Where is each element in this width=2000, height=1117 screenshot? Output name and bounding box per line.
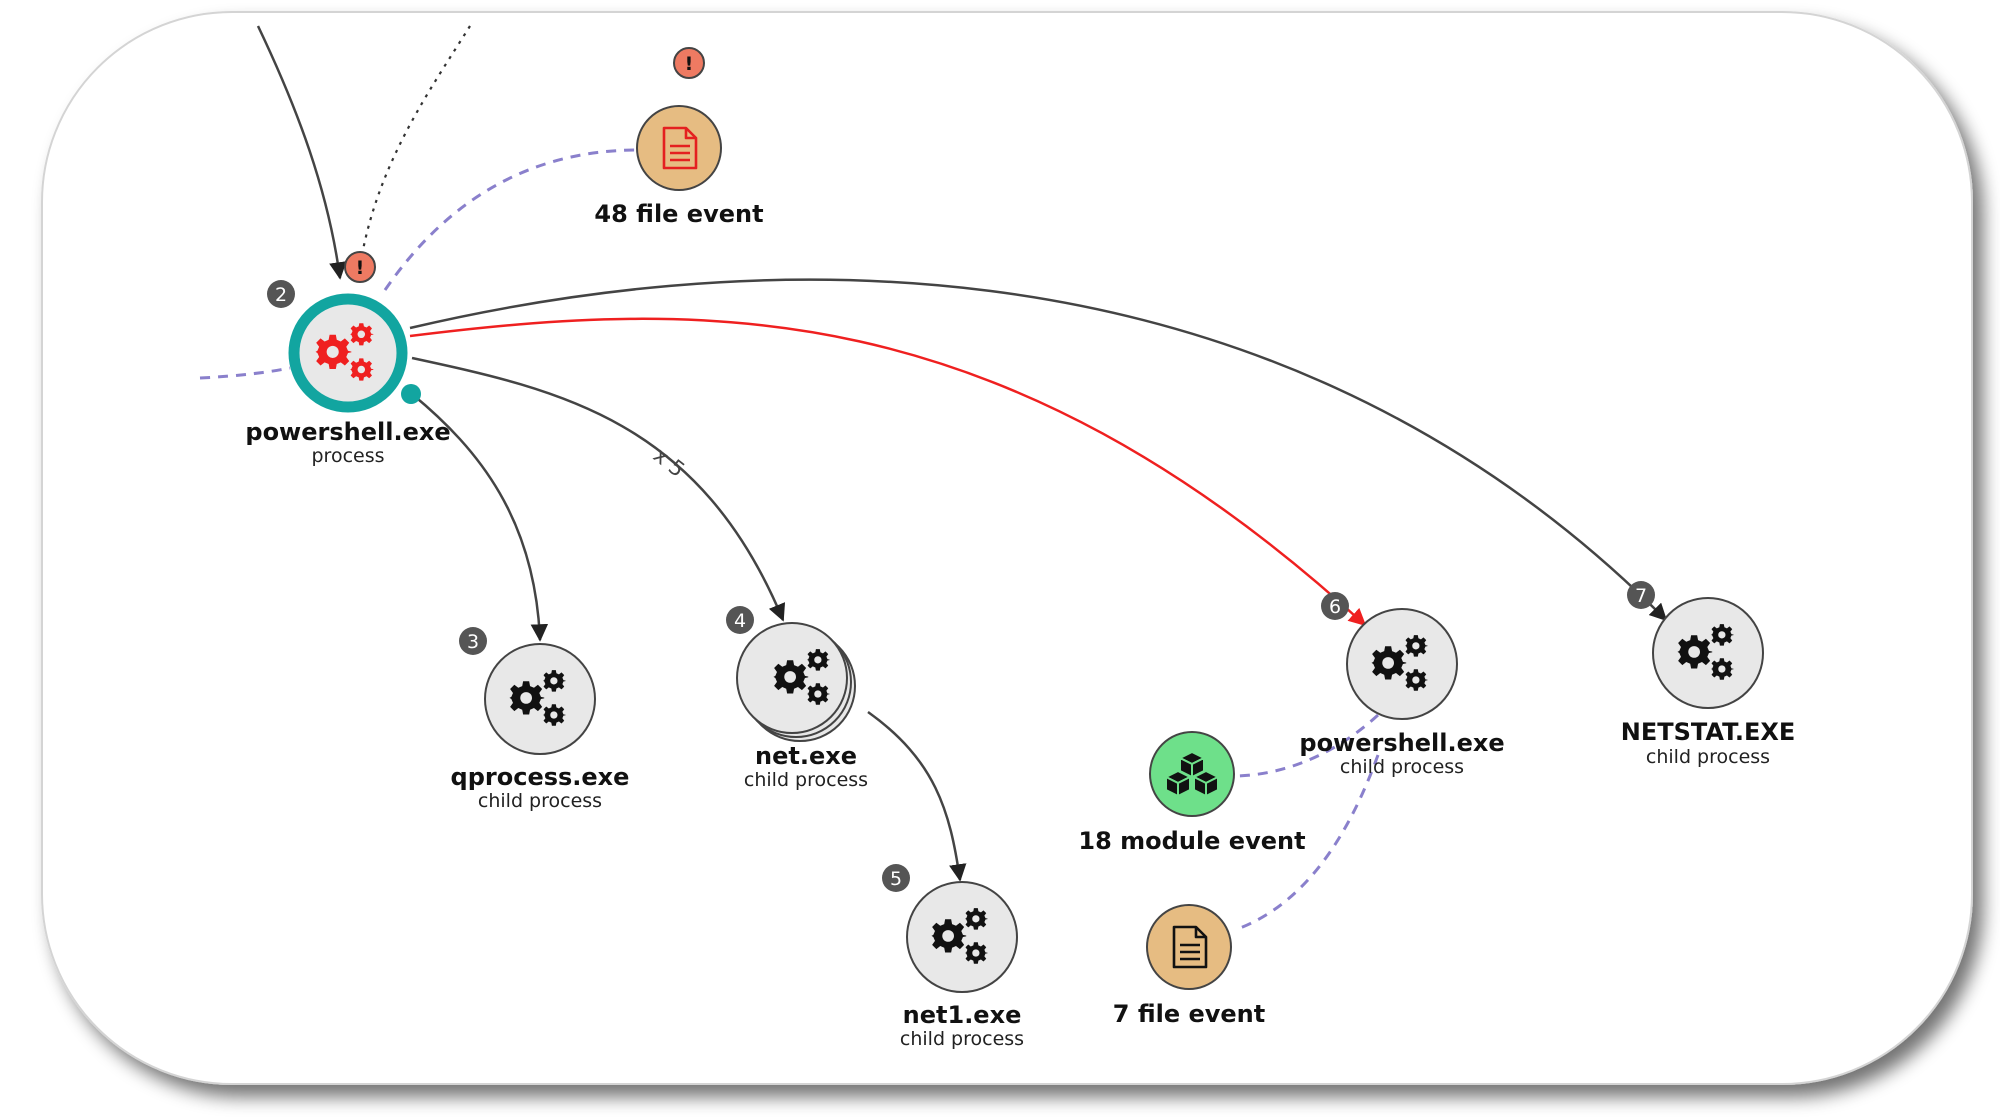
node-title: NETSTAT.EXE: [1621, 718, 1796, 746]
svg-text:6: 6: [1329, 596, 1341, 618]
node-net1[interactable]: 5 net1.exe child process: [882, 864, 1024, 1050]
node-file-event-48[interactable]: 48 file event: [594, 105, 764, 228]
edge-incoming-parent[interactable]: [256, 25, 347, 280]
edge-incoming-dotted[interactable]: [360, 25, 471, 256]
node-file-event-7[interactable]: 7 file event: [1113, 904, 1265, 1028]
node-subtitle: child process: [1646, 746, 1770, 768]
file-icon: [662, 126, 698, 170]
svg-text:4: 4: [734, 610, 746, 632]
step-badge: 3: [459, 627, 487, 655]
node-title: net1.exe: [903, 1001, 1022, 1029]
node-title: qprocess.exe: [451, 763, 630, 791]
selection-handle[interactable]: [401, 384, 421, 404]
node-subtitle: child process: [478, 790, 602, 812]
step-badge: 2: [267, 280, 295, 308]
alert-symbol: !: [685, 53, 694, 75]
edge-child-powershell-to-module[interactable]: [1234, 713, 1380, 778]
node-subtitle: child process: [744, 769, 868, 791]
node-title: powershell.exe: [245, 418, 450, 446]
modules-icon: [1165, 751, 1219, 797]
node-subtitle: child process: [1340, 756, 1464, 778]
svg-text:5: 5: [890, 868, 902, 890]
node-net[interactable]: 4 net.exe child process: [726, 606, 868, 791]
edge-root-left-dashed[interactable]: [199, 366, 291, 380]
edge-root-to-netstat[interactable]: [409, 278, 1668, 622]
step-badge: 6: [1321, 592, 1349, 620]
node-module-event-18[interactable]: 18 module event: [1078, 731, 1306, 855]
node-title: 7 file event: [1113, 1000, 1265, 1028]
node-subtitle: child process: [900, 1028, 1024, 1050]
node-netstat[interactable]: 7 NETSTAT.EXE child process: [1621, 581, 1796, 768]
step-badge: 4: [726, 606, 754, 634]
node-root-powershell[interactable]: 2 powershell.exe process: [245, 280, 451, 467]
edge-root-to-qprocess[interactable]: [411, 393, 549, 642]
node-title: net.exe: [755, 742, 857, 770]
file-icon: [1172, 925, 1208, 969]
svg-text:3: 3: [467, 631, 479, 653]
node-title: 18 module event: [1078, 827, 1305, 855]
edge-net-to-net1[interactable]: [867, 710, 967, 882]
node-qprocess[interactable]: 3 qprocess.exe child process: [451, 627, 630, 812]
edge-root-to-child-powershell[interactable]: [409, 317, 1367, 627]
step-badge: 5: [882, 864, 910, 892]
node-subtitle: process: [311, 445, 384, 467]
step-badge: 7: [1627, 581, 1655, 609]
alert-badge-file-event-48[interactable]: !: [673, 47, 705, 79]
node-title: powershell.exe: [1299, 729, 1504, 757]
alert-symbol: !: [356, 257, 365, 279]
alert-badge-root-process[interactable]: !: [344, 251, 376, 283]
svg-text:7: 7: [1635, 585, 1647, 607]
edge-root-to-file-event-48[interactable]: [383, 148, 639, 291]
edge-child-powershell-to-file-event-7[interactable]: [1234, 754, 1380, 932]
node-title: 48 file event: [594, 200, 763, 228]
svg-text:2: 2: [275, 284, 287, 306]
node-child-powershell[interactable]: 6 powershell.exe child process: [1299, 592, 1505, 778]
edge-root-to-net[interactable]: [411, 356, 786, 622]
edge-layer: [199, 25, 1668, 932]
